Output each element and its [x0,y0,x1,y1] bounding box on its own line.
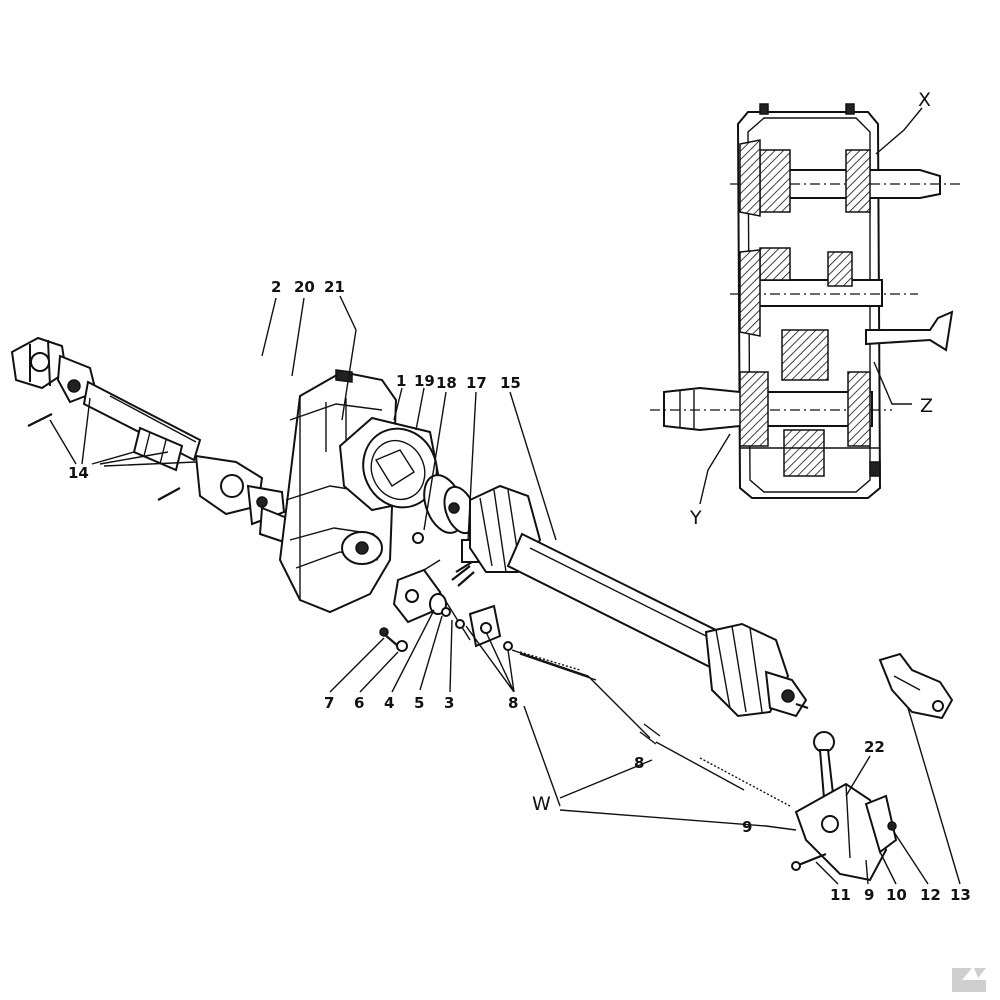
label-x: X [918,89,931,111]
label-14: 14 [68,464,89,482]
label-12: 12 [920,886,941,904]
mount-brackets [379,559,513,652]
control-cable [511,649,791,807]
leader-lines [49,107,961,885]
label-19: 19 [414,372,435,390]
bell-guard [338,416,440,512]
label-2: 2 [271,278,281,296]
label-22: 22 [864,738,885,756]
label-11: 11 [830,886,851,904]
label-18: 18 [436,374,457,392]
label-8-upper: 8 [508,694,518,712]
pto-shaft-assembly [10,336,294,546]
label-5: 5 [414,694,424,712]
label-4: 4 [384,694,394,712]
label-7: 7 [324,694,334,712]
label-9-upper: 9 [742,818,752,836]
label-1: 1 [396,372,406,390]
label-9-lower: 9 [864,886,874,904]
label-y: Y [689,507,702,529]
label-z: Z [920,395,933,417]
label-15: 15 [500,374,521,392]
control-lever [791,731,898,882]
part-labels: 2 20 21 1 19 18 17 15 14 7 6 4 5 3 8 8 W… [68,89,971,904]
label-3: 3 [444,694,454,712]
label-w: W [532,793,551,815]
coupling-flange [412,474,479,563]
label-10: 10 [886,886,907,904]
label-21: 21 [324,278,345,296]
label-20: 20 [294,278,315,296]
k-logo-icon [952,968,986,992]
label-6: 6 [354,694,364,712]
label-17: 17 [466,374,487,392]
cable-bracket [878,652,954,720]
drive-shaft [469,484,809,718]
label-8-lower: 8 [634,754,644,772]
gearbox-cross-section [650,103,960,499]
label-13: 13 [950,886,971,904]
